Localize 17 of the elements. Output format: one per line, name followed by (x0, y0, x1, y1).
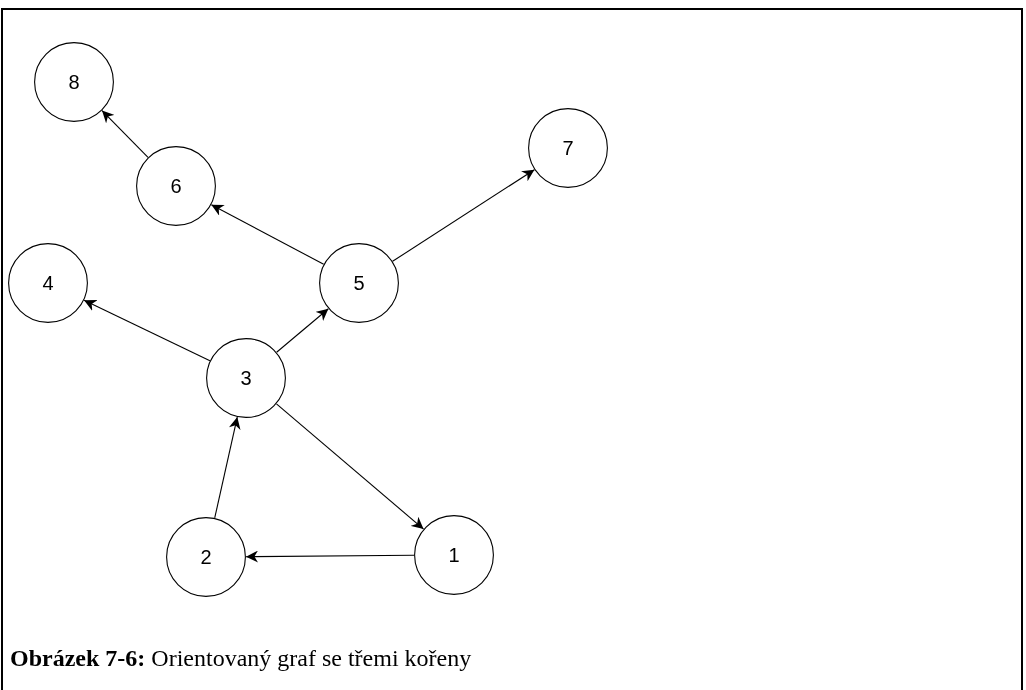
arrow (83, 299, 211, 362)
node-label: 1 (448, 543, 460, 567)
arrow (245, 550, 415, 563)
figure-caption: Obrázek 7-6: Orientovaný graf se třemi kořeny (10, 645, 472, 672)
node-label: 8 (68, 70, 80, 94)
node-label: 3 (240, 366, 252, 390)
node-label: 7 (562, 136, 574, 160)
arrow (101, 110, 149, 158)
node-label: 5 (353, 271, 365, 295)
arrow (276, 308, 329, 353)
node-label: 4 (42, 271, 54, 295)
node-label: 6 (170, 174, 182, 198)
node-label: 2 (200, 545, 212, 569)
arrow (214, 416, 241, 519)
arrow (275, 403, 425, 530)
arrow (210, 204, 325, 265)
arrow (392, 169, 535, 262)
